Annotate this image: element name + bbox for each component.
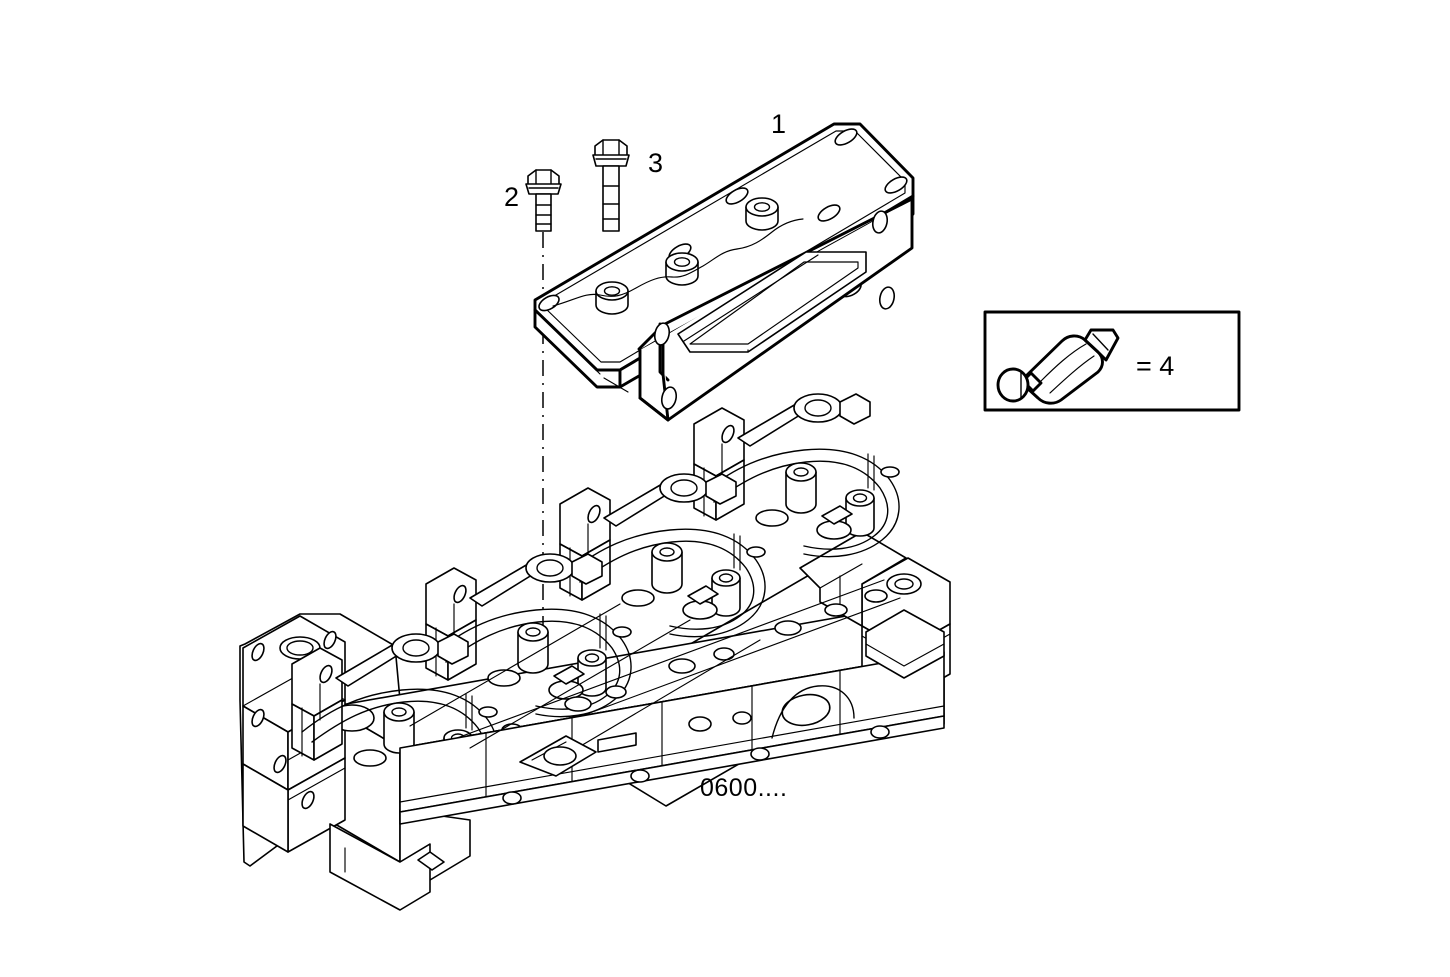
head-bottom-lip — [399, 715, 945, 825]
valve-guide-boss — [845, 489, 875, 537]
valve-guide-boss — [517, 622, 549, 674]
tube-cap — [996, 367, 1030, 403]
legend-equals-label: = 4 — [1136, 351, 1174, 381]
front-face-recess — [597, 732, 637, 753]
valve-module — [693, 393, 900, 558]
front-face-hole — [688, 716, 712, 732]
bottom-rail-hole — [502, 791, 522, 805]
plate-boss — [595, 281, 629, 315]
plate-boss — [745, 197, 779, 231]
head-right-step — [799, 531, 907, 627]
head-bolt-hole — [824, 603, 848, 617]
head-bolt-hole — [774, 620, 802, 636]
head-bolt-hole — [864, 589, 888, 603]
callout-label-2: 2 — [504, 182, 519, 212]
plate-bolt-hole — [817, 204, 841, 222]
flange-bolt-hole — [323, 630, 337, 650]
head-bolt-hole — [564, 696, 592, 712]
flange-bolt-hole — [301, 790, 315, 810]
manifold-port-opening — [677, 251, 867, 353]
head-left-lower-extension — [242, 704, 375, 853]
bottom-rail-hole — [870, 725, 890, 739]
plate-boss — [665, 252, 699, 286]
flange-hole — [653, 322, 671, 346]
intake-manifold-adapter-plate — [533, 122, 915, 422]
valve-module — [559, 473, 766, 638]
flange-bolt-hole — [273, 754, 287, 774]
legend-box — [983, 310, 1241, 412]
front-face-port — [781, 693, 831, 727]
head-bolt-hole — [713, 647, 735, 661]
sealant-tube-legend: = 4 — [983, 310, 1241, 412]
bottom-rail-hole — [630, 769, 650, 783]
head-bolt-boss — [886, 573, 922, 595]
head-bolt-hole — [605, 685, 627, 699]
plate-bolt-hole — [834, 128, 858, 146]
valve-guide-boss — [651, 542, 683, 594]
cylinder-head-assembly — [239, 393, 951, 911]
callout-label-3: 3 — [648, 148, 663, 178]
callout-labels: 1 2 3 — [504, 109, 786, 212]
reference-code: 0600.... — [700, 774, 787, 802]
long-flange-bolt — [592, 139, 630, 232]
flange-bolt-hole — [251, 642, 265, 662]
head-gusset — [519, 735, 597, 777]
plate-bolt-hole — [538, 294, 560, 312]
head-rear-step — [865, 609, 945, 679]
bottom-rail-hole — [750, 747, 770, 761]
head-bottom-rail — [329, 823, 445, 911]
valve-guide-boss — [785, 462, 817, 514]
plate-bolt-hole — [884, 176, 908, 194]
flange-bolt-hole — [251, 708, 265, 728]
head-bolt-hole — [668, 658, 696, 674]
plate-bolt-hole — [725, 187, 749, 205]
flange-hole — [660, 386, 678, 410]
short-flange-bolt — [525, 169, 562, 232]
flange-hole — [871, 210, 889, 234]
sealant-tube-icon — [996, 328, 1120, 405]
front-face-hole — [732, 711, 752, 725]
flange-hole — [878, 286, 896, 310]
valve-guide-boss — [383, 702, 415, 754]
callout-label-1: 1 — [771, 109, 786, 139]
